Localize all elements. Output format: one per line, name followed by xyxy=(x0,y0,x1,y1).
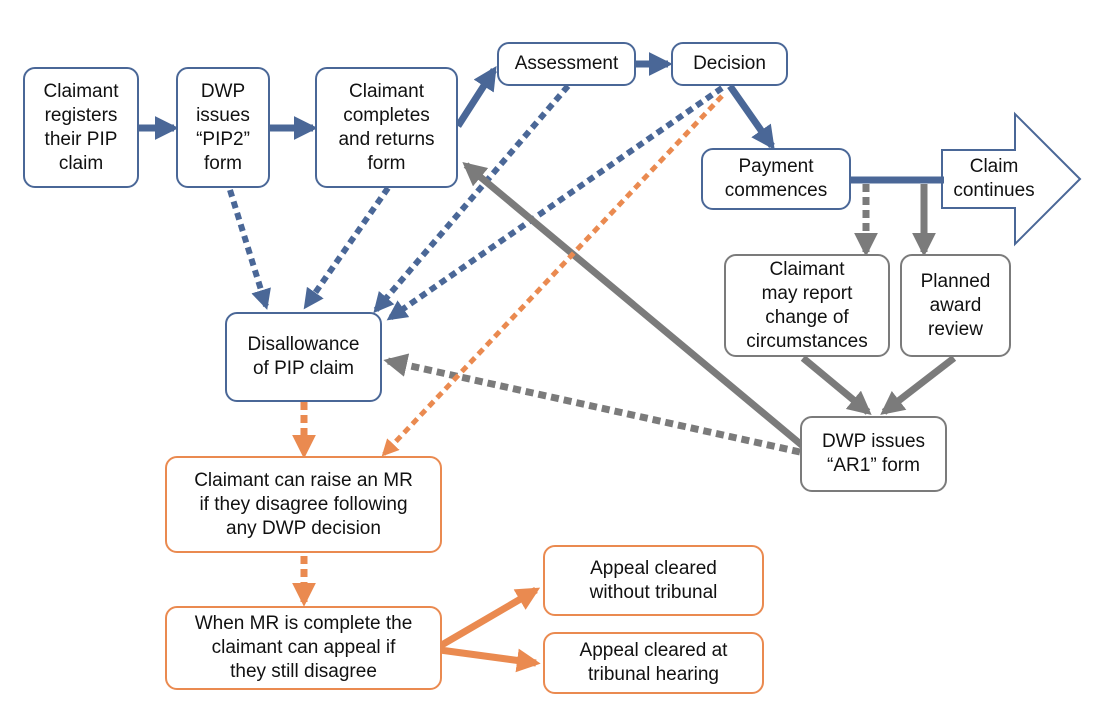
arrow-returns-to-disallowance xyxy=(303,186,391,310)
arrow-decision-to-raise-mr xyxy=(381,94,724,457)
arrow-assessment-to-disallowance xyxy=(373,84,571,314)
node-appeal-without-tribunal: Appeal cleared without tribunal xyxy=(543,545,764,616)
arrow-appeal-to-at-tribunal xyxy=(439,646,541,673)
arrow-ar1-to-returns xyxy=(462,161,807,450)
arrow-ar1-to-disallowance xyxy=(383,353,801,456)
node-assessment: Assessment xyxy=(497,42,636,86)
node-decision: Decision xyxy=(671,42,788,86)
arrow-pip2-to-disallowance xyxy=(227,189,271,310)
node-register-claim: Claimant registers their PIP claim xyxy=(23,67,139,188)
arrow-decision-to-disallowance xyxy=(386,85,724,321)
node-report-change: Claimant may report change of circumstan… xyxy=(724,254,890,357)
arrow-planned-review-to-ar1 xyxy=(880,355,957,415)
node-raise-mr: Claimant can raise an MR if they disagre… xyxy=(165,456,442,553)
node-dwp-issues-ar1: DWP issues “AR1” form xyxy=(800,416,947,492)
node-claimant-returns-form: Claimant completes and returns form xyxy=(315,67,458,188)
node-planned-review: Planned award review xyxy=(900,254,1011,357)
node-appeal: When MR is complete the claimant can app… xyxy=(165,606,442,690)
arrow-appeal-to-without-tribunal xyxy=(438,586,541,650)
arrow-decision-to-payment xyxy=(727,83,775,150)
node-disallowance: Disallowance of PIP claim xyxy=(225,312,382,402)
arrow-returns-to-assessment xyxy=(455,65,497,128)
node-payment-commences: Payment commences xyxy=(701,148,851,210)
node-dwp-issues-pip2: DWP issues “PIP2” form xyxy=(176,67,270,188)
arrow-report-change-to-ar1 xyxy=(800,355,872,416)
node-appeal-at-tribunal: Appeal cleared at tribunal hearing xyxy=(543,632,764,694)
claim-continues-arrow-shape xyxy=(941,111,1082,247)
node-claim-continues: Claim continues xyxy=(953,156,1035,201)
